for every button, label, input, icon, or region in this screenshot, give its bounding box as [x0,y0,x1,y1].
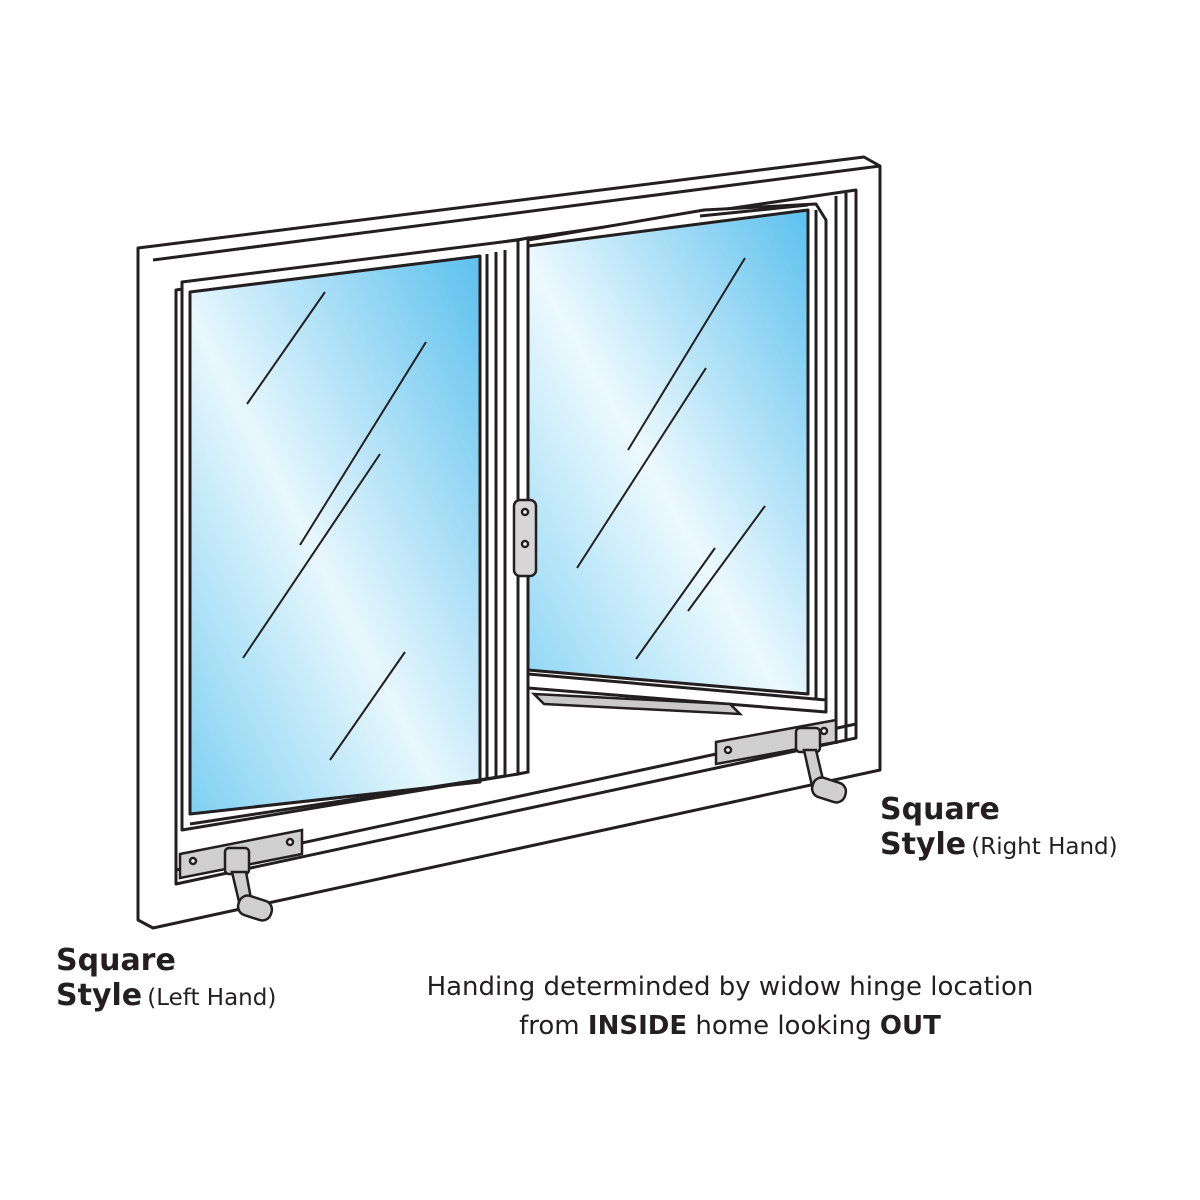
right-label-title: Square [880,792,1000,827]
left-hand-label: Square Style (Left Hand) [56,943,277,1013]
right-crank-operator [714,718,848,804]
caption-line-1: Handing determinded by widow hinge locat… [426,972,1034,1002]
right-crank-hub [794,726,822,754]
caption-middle: home looking [687,1011,880,1041]
right-hand-label: Square Style (Right Hand) [880,792,1118,862]
left-label-style: Style [56,977,143,1013]
crank-operator-icon [178,828,304,922]
frame-top-face [152,164,881,262]
right-crank-knob [810,776,848,804]
caption-prefix: from [519,1011,588,1041]
left-glare-lines [242,291,427,761]
caption-line-2: from INSIDE home looking OUT [330,1007,1130,1046]
left-label-title: Square [56,943,176,978]
casement-sash-icon [526,202,828,714]
left-glass-pane [188,254,482,816]
right-sash-bottom-rail [526,672,828,714]
left-label-hand: (Left Hand) [147,984,277,1011]
right-label-hand: (Right Hand) [971,833,1118,860]
right-glare-lines [576,257,766,660]
sash-lock-icon [512,498,538,578]
handing-caption: Handing determinded by widow hinge locat… [330,968,1130,1046]
operator-arm [530,692,744,716]
left-crank-hub [223,846,251,876]
caption-out: OUT [879,1011,941,1041]
caption-inside: INSIDE [587,1011,688,1041]
left-sash [180,238,520,832]
right-sash-top-edge [699,203,809,218]
left-sash-bottom [189,774,506,826]
left-crank-knob [236,894,274,922]
right-label-style: Style [880,826,967,862]
right-glass-pane [526,208,810,696]
